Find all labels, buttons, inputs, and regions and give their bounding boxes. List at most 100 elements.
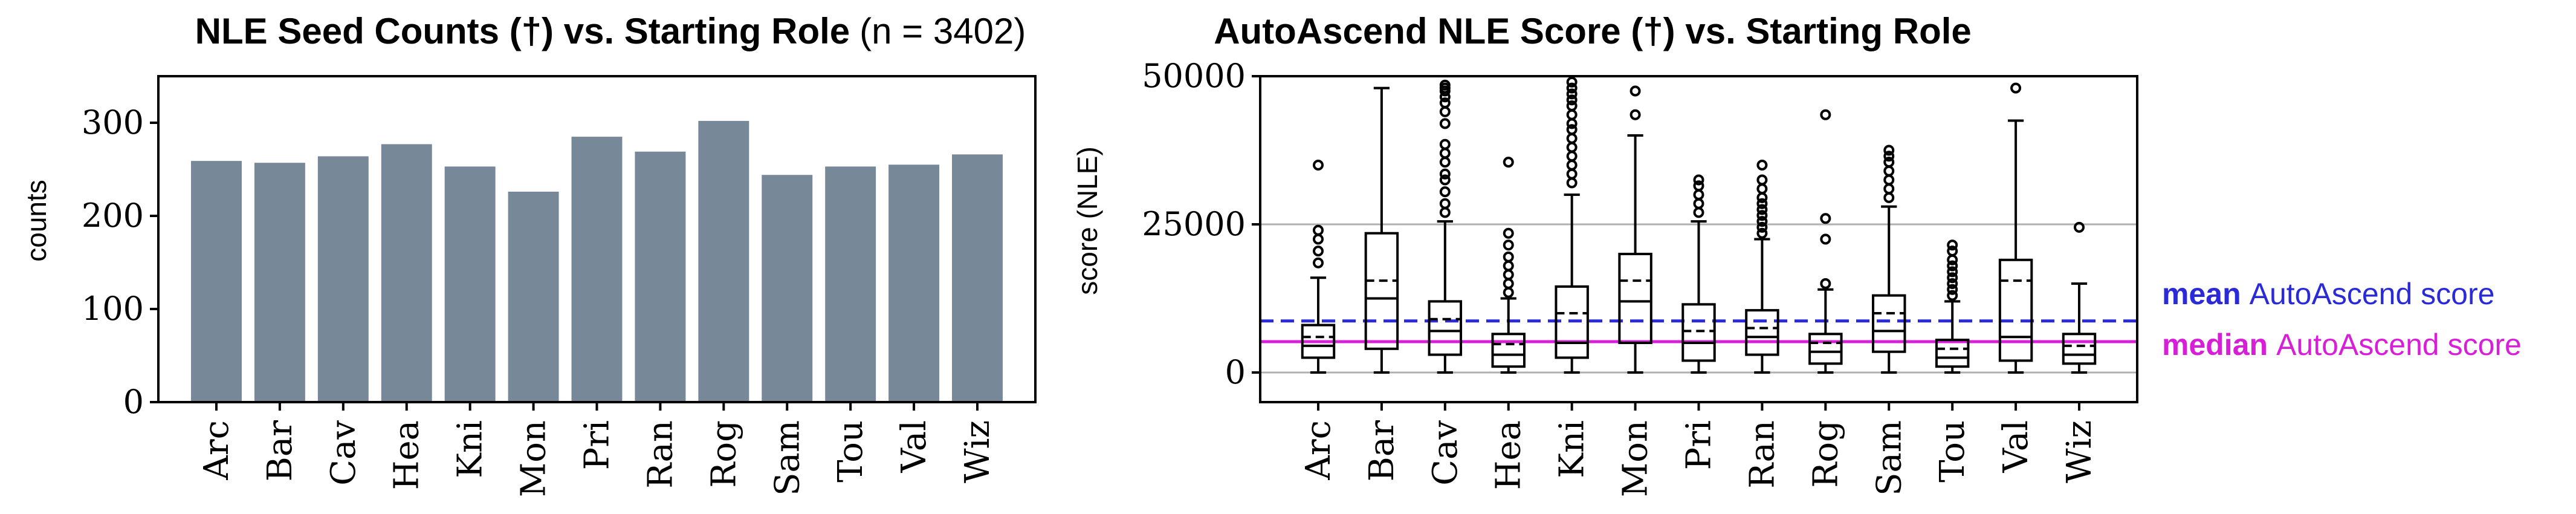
bar-val (888, 164, 940, 402)
iqr-box (1808, 333, 1843, 365)
x-tick-label-cav: Cav (324, 420, 363, 486)
box-hea (1491, 157, 1526, 374)
x-tick-label-pri: Pri (578, 420, 617, 470)
outlier-point (1947, 239, 1958, 251)
box-rog (1808, 109, 1843, 374)
chart-title: AutoAscend NLE Score (†) vs. Starting Ro… (1214, 11, 1972, 51)
box-cav (1428, 79, 1463, 374)
outlier-point (1503, 157, 1514, 168)
outlier-point (1439, 118, 1451, 129)
bar-hea (381, 144, 432, 403)
outlier-point (1883, 192, 1895, 203)
y-tick-label: 25000 (1142, 205, 1246, 243)
chart-title: NLE Seed Counts (†) vs. Starting Role(n … (195, 11, 1026, 51)
outlier-point (1947, 278, 1958, 289)
outlier-point (1883, 157, 1895, 168)
outlier-point (1503, 239, 1514, 251)
x-tick-label-rog: Rog (704, 420, 743, 488)
outlier-point (1566, 109, 1578, 120)
outlier-point (1566, 88, 1578, 100)
x-tick-label-wiz: Wiz (2060, 420, 2099, 483)
x-tick-label-mon: Mon (514, 420, 554, 497)
outlier-point (1566, 76, 1578, 88)
x-tick-label-cav: Cav (1426, 420, 1465, 486)
outlier-point (1439, 79, 1451, 91)
iqr-box (1301, 324, 1336, 359)
outlier-point (1439, 207, 1451, 218)
box-bar (1364, 86, 1399, 374)
outlier-point (1312, 224, 1324, 236)
x-tick-label-kni: Kni (1553, 420, 1592, 478)
outlier-point (1503, 251, 1514, 262)
outlier-point (1947, 246, 1958, 257)
box-val (1998, 82, 2033, 374)
outlier-point (1947, 254, 1958, 265)
x-tick-label-pri: Pri (1680, 420, 1719, 470)
outlier-point (1947, 260, 1958, 272)
x-tick-label-bar: Bar (1362, 420, 1402, 482)
outlier-point (1756, 160, 1768, 171)
outlier-point (1312, 246, 1324, 257)
outlier-point (1947, 266, 1958, 278)
outlier-point (1883, 151, 1895, 162)
chart-title-suffix: (n = 3402) (859, 11, 1026, 51)
x-tick-label-hea: Hea (1489, 420, 1529, 490)
x-tick-label-bar: Bar (261, 420, 300, 482)
outlier-point (1566, 177, 1578, 189)
outlier-point (1566, 132, 1578, 144)
outlier-point (1756, 174, 1768, 186)
legend-mean-rest: AutoAscend score (2250, 277, 2495, 311)
x-tick-label-tou: Tou (1933, 420, 1972, 483)
bar-tou (825, 166, 876, 402)
iqr-box (1618, 253, 1652, 344)
outlier-point (2010, 82, 2022, 94)
box-wiz (2062, 221, 2097, 374)
outlier-point (1439, 174, 1451, 186)
outlier-point (1820, 213, 1831, 224)
outlier-point (1693, 207, 1704, 218)
bar-pri (571, 137, 623, 402)
outlier-point (1439, 168, 1451, 180)
x-tick-label-mon: Mon (1616, 420, 1655, 497)
y-axis-label: score (NLE) (1072, 146, 1103, 294)
outlier-point (1629, 109, 1641, 120)
legend-median-rest: AutoAscend score (2276, 328, 2522, 362)
outlier-point (1566, 142, 1578, 153)
outlier-point (1503, 260, 1514, 272)
outlier-point (1756, 221, 1768, 233)
x-tick-label-arc: Arc (197, 420, 236, 481)
bar-chart-seed-counts: NLE Seed Counts (†) vs. Starting Role(n … (21, 11, 1037, 497)
box-tou (1935, 239, 1970, 374)
outlier-point (1883, 145, 1895, 156)
outlier-point (1693, 180, 1704, 192)
bar-wiz (952, 154, 1003, 403)
y-tick-label: 100 (82, 290, 144, 328)
outlier-point (1756, 204, 1768, 215)
outlier-point (1820, 278, 1831, 289)
legend-mean-bold: mean (2162, 277, 2241, 311)
outlier-point (1439, 157, 1451, 168)
iqr-box (1428, 300, 1463, 356)
box-ran (1745, 160, 1779, 374)
x-tick-label-ran: Ran (1743, 420, 1782, 489)
box-arc (1301, 160, 1336, 374)
bar-mon (508, 191, 559, 402)
legend-entry-mean: mean AutoAscend score (2162, 277, 2494, 311)
outlier-point (1883, 165, 1895, 177)
y-axis-label: counts (21, 180, 52, 262)
x-tick-label-wiz: Wiz (958, 420, 997, 483)
bar-arc (191, 161, 242, 402)
x-tick-label-ran: Ran (641, 420, 680, 489)
y-tick-label: 0 (123, 383, 144, 421)
outlier-point (1693, 198, 1704, 209)
outlier-point (1503, 269, 1514, 281)
outlier-point (1693, 174, 1704, 186)
iqr-box (1872, 294, 1906, 353)
outlier-point (1439, 106, 1451, 117)
outlier-point (1503, 278, 1514, 289)
y-tick-label: 50000 (1142, 57, 1246, 95)
bar-ran (635, 151, 686, 403)
